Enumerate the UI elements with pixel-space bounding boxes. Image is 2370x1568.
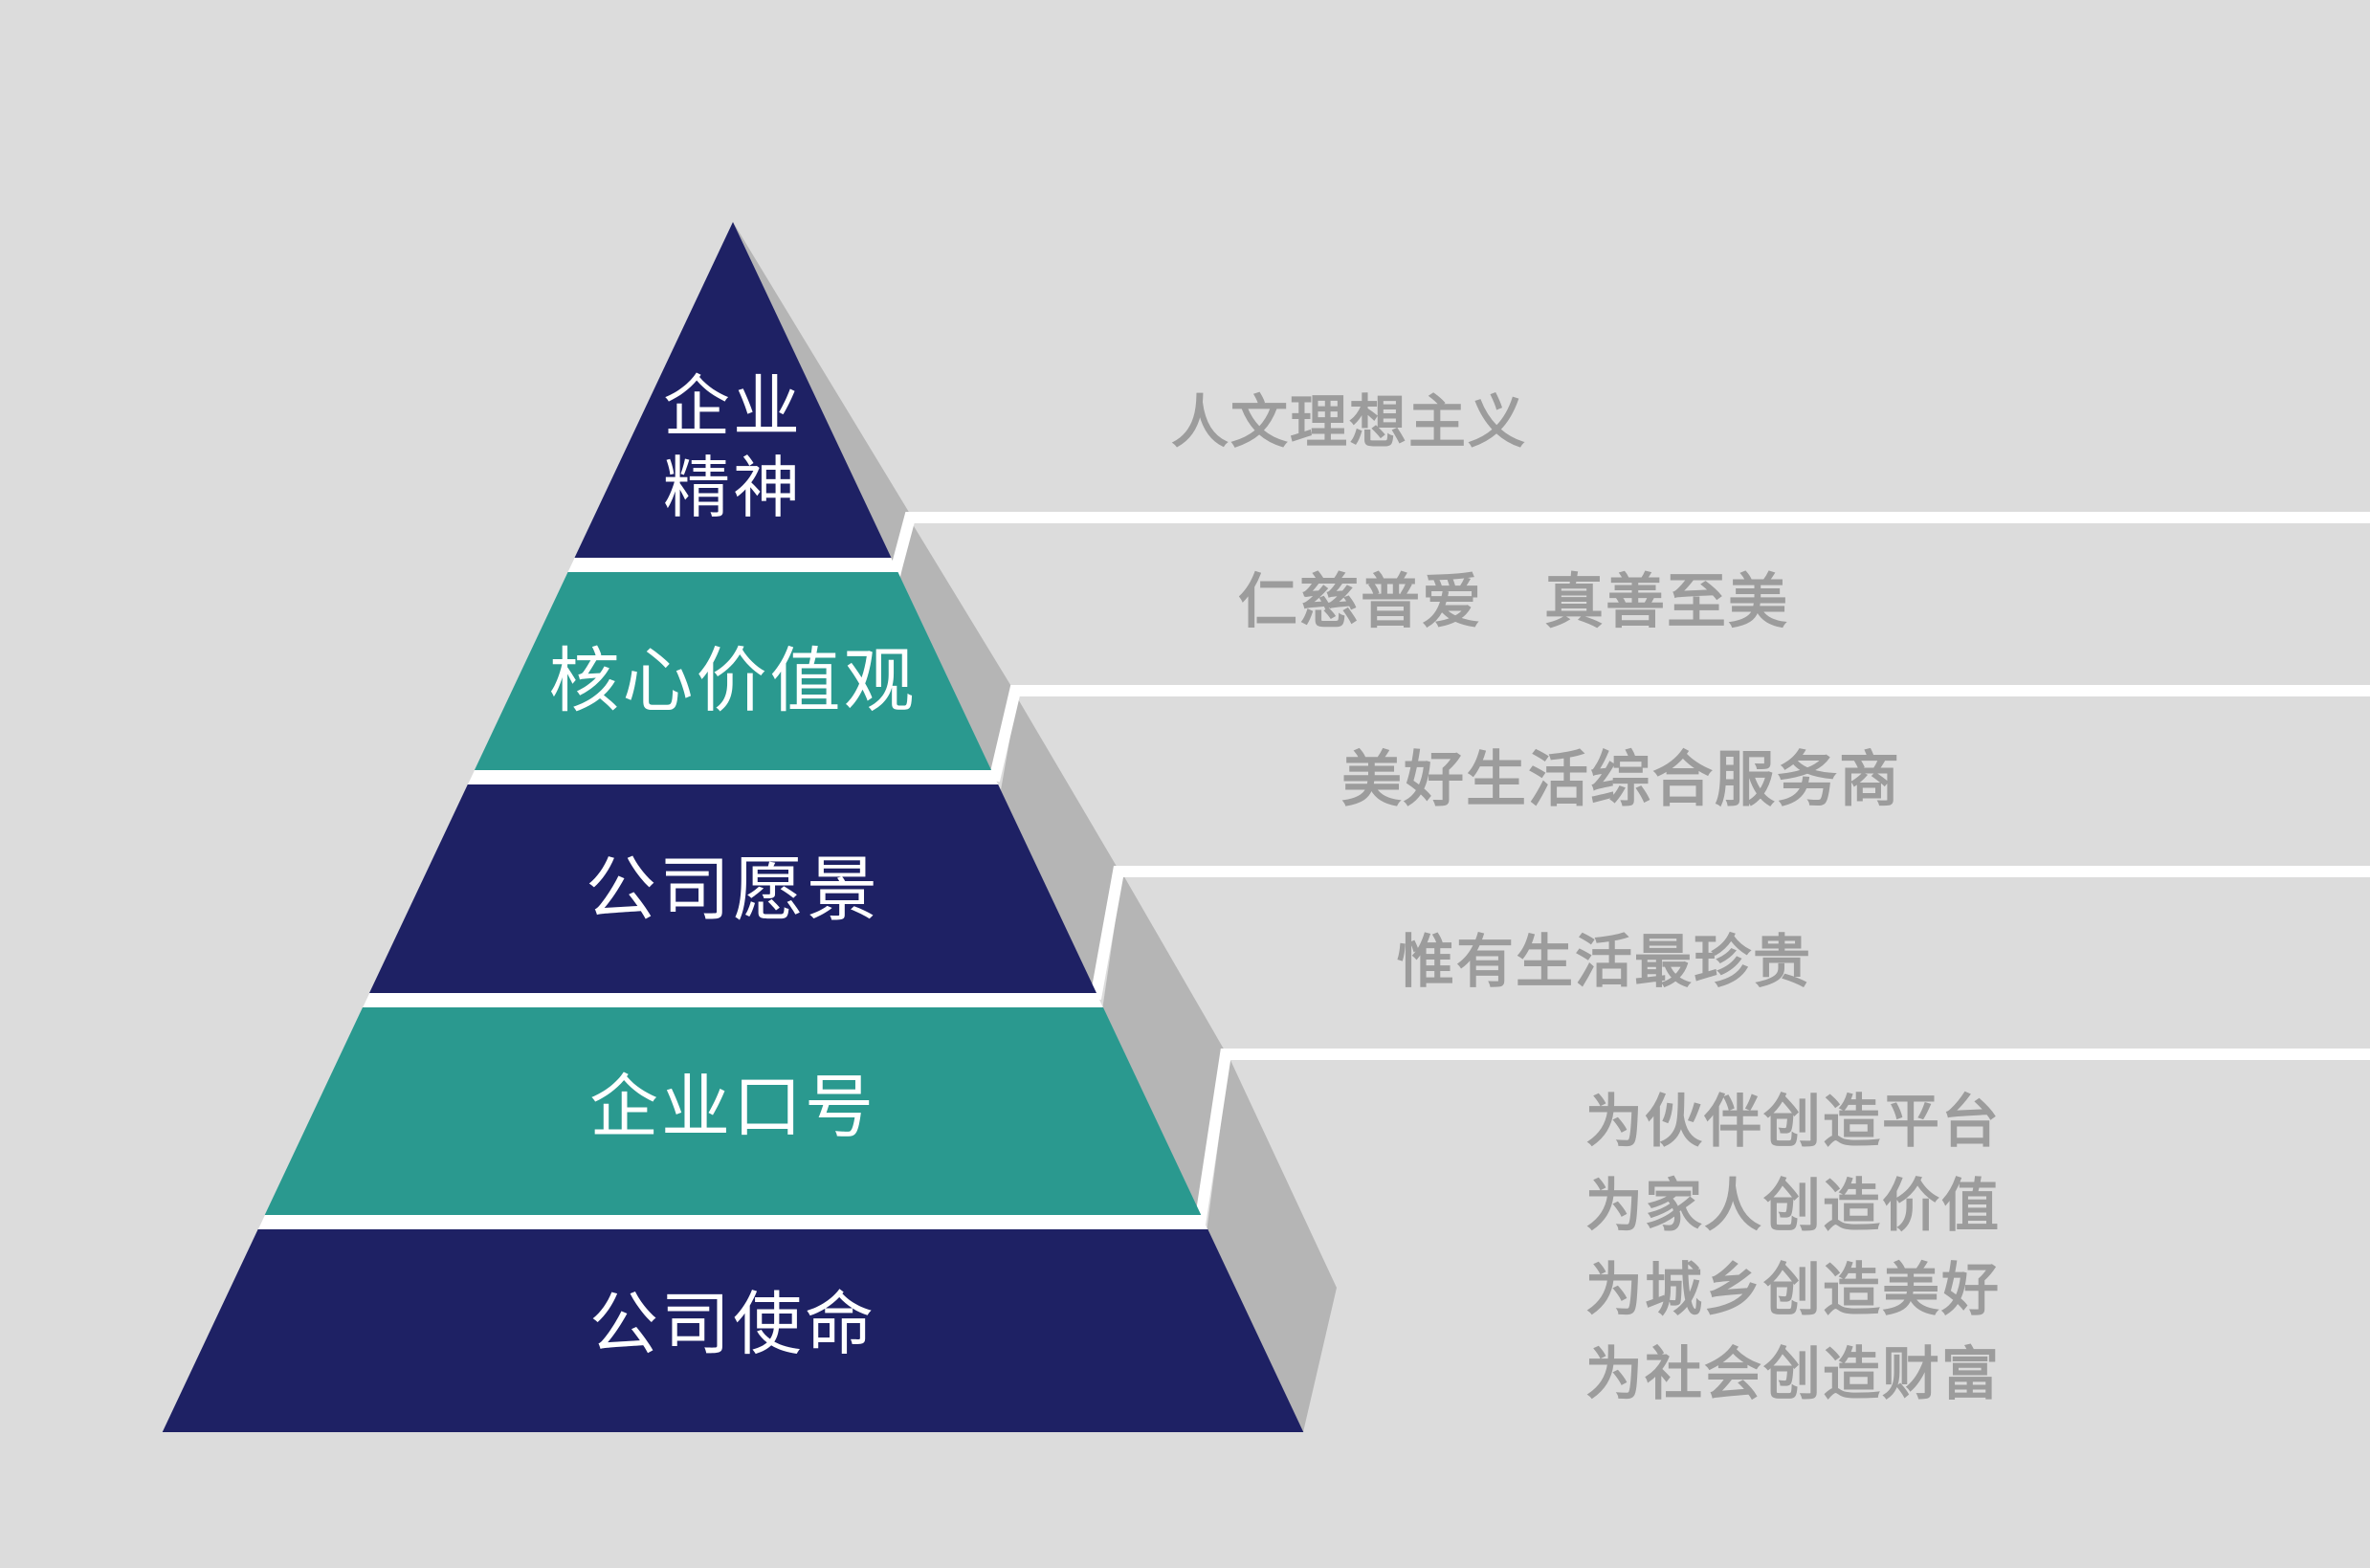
annotation-row-values: 仁慈普爱 真善至美: [1238, 569, 1790, 635]
annotation-row-slogan: 惟有生活最珍贵: [1397, 930, 1812, 994]
row-1-connector-line: [889, 512, 2370, 577]
level-5-side-shadow: [1207, 1058, 1337, 1432]
level-4-side-shadow: [1102, 873, 1226, 1217]
pyramid-level-3-label: 公司愿景: [586, 850, 880, 929]
pyramid-level-2-face: [474, 572, 992, 770]
annotation-row-vision: 美好生活综合服务商: [1341, 746, 1901, 814]
pyramid-level-1-label: 企业 精神: [663, 369, 803, 525]
pyramid-level-1-face: [574, 222, 892, 558]
annotation-row-spirit: 人文理想主义: [1171, 390, 1527, 454]
annotation-row-mission: 为伙伴创造平台 为家人创造价值 为城乡创造美好 为社会创造财富: [1585, 1090, 2001, 1406]
level-1-side-shadow: [733, 222, 910, 565]
row-3-connector-line: [1090, 866, 2370, 1001]
pyramid-level-5-face: [162, 1229, 1304, 1432]
level-2-side-shadow: [900, 521, 1015, 777]
row-2-connector-line: [988, 685, 2370, 783]
row-4-connector-line: [1194, 1049, 2370, 1226]
pyramid-level-5-label: 公司使命: [588, 1287, 877, 1363]
pyramid-level-4-face: [264, 1007, 1202, 1215]
pyramid-level-4-label: 企业口号: [588, 1070, 877, 1146]
pyramid-level-3-face: [369, 784, 1096, 993]
pyramid-level-2-label: 核心价值观: [548, 641, 918, 720]
level-3-side-shadow: [1001, 697, 1119, 995]
